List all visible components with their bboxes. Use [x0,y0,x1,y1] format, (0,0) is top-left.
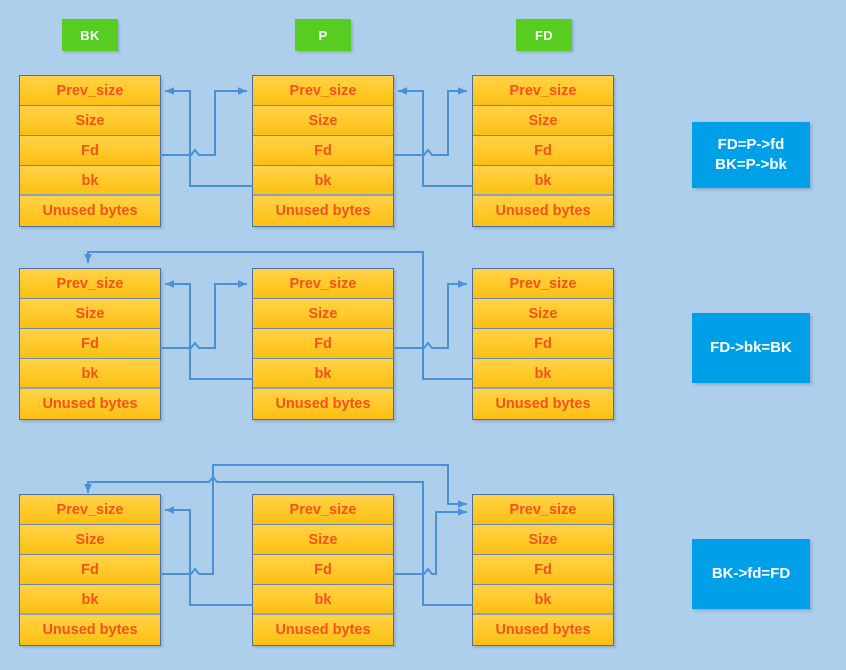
pointer-tag-bk: BK [62,19,118,51]
chunk-fd-row3: Prev_size Size Fd bk Unused bytes [472,494,614,646]
wire-row1-fd-bk-to-p [398,87,473,187]
chunk-field-fd: Fd [20,555,160,585]
pointer-tag-p-label: P [318,27,328,43]
chunk-field-prev-size: Prev_size [473,269,613,299]
chunk-field-unused: Unused bytes [20,615,160,645]
note-step-1: FD=P->fd BK=P->bk [692,122,810,188]
chunk-field-bk: bk [253,585,393,615]
chunk-field-unused: Unused bytes [253,196,393,226]
chunk-field-bk: bk [473,166,613,196]
chunk-field-bk: bk [20,166,160,196]
chunk-p-row3: Prev_size Size Fd bk Unused bytes [252,494,394,646]
chunk-field-size: Size [20,106,160,136]
wire-row1-bk-fd-to-p [160,87,247,156]
chunk-field-prev-size: Prev_size [473,76,613,106]
pointer-tag-p: P [295,19,351,51]
pointer-tag-fd-label: FD [535,27,553,43]
note-step-1-line-2: BK=P->bk [715,156,787,173]
chunk-field-fd: Fd [20,136,160,166]
chunk-field-bk: bk [253,166,393,196]
chunk-field-bk: bk [20,359,160,389]
chunk-field-fd: Fd [253,329,393,359]
chunk-field-bk: bk [253,359,393,389]
chunk-field-fd: Fd [473,329,613,359]
chunk-field-size: Size [253,299,393,329]
pointer-tag-fd: FD [516,19,572,51]
chunk-field-prev-size: Prev_size [473,495,613,525]
chunk-p-row2: Prev_size Size Fd bk Unused bytes [252,268,394,420]
chunk-field-unused: Unused bytes [253,615,393,645]
chunk-bk-row1: Prev_size Size Fd bk Unused bytes [19,75,161,227]
note-step-3: BK->fd=FD [692,539,810,609]
chunk-fd-row2: Prev_size Size Fd bk Unused bytes [472,268,614,420]
chunk-fd-row1: Prev_size Size Fd bk Unused bytes [472,75,614,227]
chunk-field-prev-size: Prev_size [253,269,393,299]
chunk-field-fd: Fd [253,555,393,585]
wire-row3-p-fd-to-fd [393,508,467,575]
chunk-field-size: Size [473,299,613,329]
chunk-field-fd: Fd [20,329,160,359]
chunk-field-unused: Unused bytes [473,196,613,226]
chunk-field-size: Size [253,106,393,136]
chunk-field-unused: Unused bytes [253,389,393,419]
chunk-field-size: Size [473,525,613,555]
chunk-field-fd: Fd [253,136,393,166]
wire-row3-p-bk-to-bk [165,506,253,606]
chunk-field-unused: Unused bytes [473,615,613,645]
wire-row2-p-bk-to-bk [165,280,253,380]
chunk-field-bk: bk [473,359,613,389]
chunk-field-fd: Fd [473,136,613,166]
pointer-tag-bk-label: BK [80,27,100,43]
chunk-field-prev-size: Prev_size [20,495,160,525]
note-step-2: FD->bk=BK [692,313,810,383]
chunk-field-prev-size: Prev_size [20,269,160,299]
chunk-field-bk: bk [20,585,160,615]
chunk-field-prev-size: Prev_size [253,495,393,525]
chunk-field-size: Size [20,525,160,555]
chunk-field-unused: Unused bytes [20,389,160,419]
note-step-2-line-1: FD->bk=BK [710,338,792,356]
wire-row1-p-bk-to-bk [165,87,253,187]
chunk-bk-row3: Prev_size Size Fd bk Unused bytes [19,494,161,646]
chunk-field-size: Size [20,299,160,329]
wire-row2-bk-fd-to-p [160,280,247,349]
note-step-3-line-1: BK->fd=FD [711,564,791,582]
wire-row2-p-fd-to-fd [393,280,467,349]
chunk-field-unused: Unused bytes [20,196,160,226]
chunk-field-fd: Fd [473,555,613,585]
chunk-field-unused: Unused bytes [473,389,613,419]
chunk-field-prev-size: Prev_size [20,76,160,106]
wire-row1-p-fd-to-fd [393,87,467,156]
chunk-field-size: Size [253,525,393,555]
chunk-field-size: Size [473,106,613,136]
chunk-field-prev-size: Prev_size [253,76,393,106]
chunk-field-bk: bk [473,585,613,615]
chunk-p-row1: Prev_size Size Fd bk Unused bytes [252,75,394,227]
chunk-bk-row2: Prev_size Size Fd bk Unused bytes [19,268,161,420]
note-step-1-line-1: FD=P->fd [717,135,785,153]
